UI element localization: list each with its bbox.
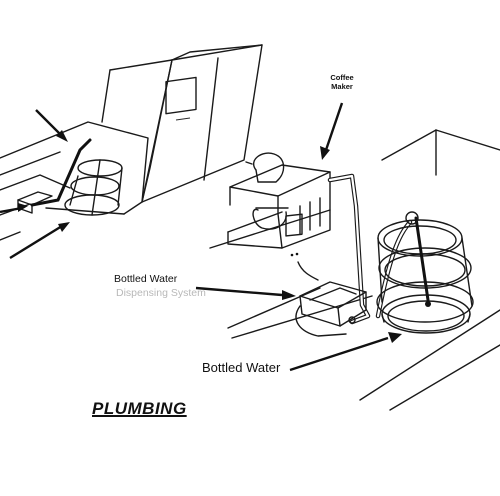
coffee-maker (227, 152, 331, 249)
coffee-maker-label: Coffee Maker (323, 73, 361, 91)
wall-outlet (285, 213, 319, 281)
page-title: PLUMBING (92, 399, 187, 418)
dispensing-pump (295, 281, 367, 337)
refrigerator (101, 44, 263, 203)
coffee-maker-label-text: Coffee Maker (330, 73, 354, 91)
dispensing-system-label-line1: Bottled Water (114, 273, 178, 285)
dispensing-system-label-line2: Dispensing System (116, 287, 206, 299)
bottle-stand (376, 211, 474, 334)
water-pipe (327, 173, 413, 325)
right-room (209, 129, 500, 411)
right-arrows (195, 102, 402, 372)
bottled-water-label: Bottled Water (202, 360, 281, 375)
left-arrows (0, 109, 70, 260)
left-dispensing-unit (17, 138, 123, 216)
